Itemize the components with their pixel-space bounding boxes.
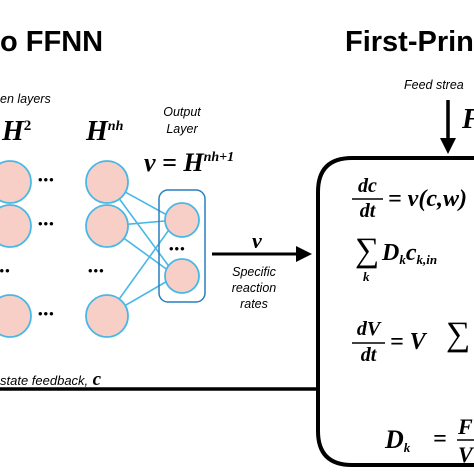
feed-symbol: F: [462, 104, 474, 136]
eq2-sum-symbol: ∑: [355, 232, 380, 269]
h2-superscript: 2: [23, 117, 32, 134]
neuron-node: [85, 204, 129, 248]
reaction-rates-caption: Specific reaction rates: [222, 264, 286, 312]
output-layer-label-line1: Output: [163, 105, 201, 119]
v-equation: v = Hnh+1: [144, 148, 234, 178]
eq4-d-sub: k: [403, 440, 411, 456]
eq3-rhs: = V: [390, 329, 426, 355]
feed-stream-arrow: [440, 100, 456, 154]
eq2-d: D: [382, 240, 400, 266]
eq2-c: c: [405, 240, 417, 266]
hidden-layer-hnh: [85, 160, 129, 338]
eq4-equals: =: [433, 426, 447, 452]
output-layer-box: [158, 189, 206, 303]
dots: •••: [38, 172, 55, 187]
eq4-numerator: F: [458, 414, 473, 439]
arrow-v-label: v: [252, 228, 262, 253]
state-feedback-text: state feedback,: [0, 373, 89, 388]
eq3-sum-symbol: ∑: [446, 316, 471, 353]
eq2-terms: Dkck,in: [382, 240, 437, 268]
eq2-c-sub: k,in: [416, 252, 438, 268]
hidden-layers-label: en layers: [0, 92, 51, 106]
hnh-symbol: H: [86, 116, 108, 147]
eq3-denominator: dt: [360, 344, 377, 366]
output-layer-nodes: [164, 202, 200, 294]
dots: •••: [88, 263, 105, 278]
output-layer-label: Output Layer: [150, 104, 214, 138]
hnh-label: Hnh: [86, 116, 123, 148]
eq2-sum-index: k: [363, 269, 370, 284]
hidden-layer-h2: [0, 160, 32, 338]
caption-line1: Specific: [232, 265, 276, 279]
v-equation-lhs: v = H: [144, 148, 204, 177]
neuron-node: [85, 160, 129, 204]
feed-stream-label: Feed strea: [404, 78, 464, 92]
eq1-numerator: dc: [358, 175, 377, 197]
eq4-denominator: V: [458, 442, 473, 467]
h2-label: H2: [2, 116, 31, 148]
eq1-denominator: dt: [359, 200, 376, 222]
nn-connections: [106, 181, 177, 317]
right-title: First-Prin: [345, 26, 474, 58]
neuron-node: [0, 294, 32, 338]
neuron-node: [0, 160, 32, 204]
v-equation-superscript: nh+1: [203, 149, 235, 165]
reaction-rate-arrow: [212, 246, 312, 262]
eq4-d: D: [385, 425, 404, 454]
output-layer-label-line2: Layer: [166, 122, 198, 136]
neuron-node: [0, 204, 32, 248]
h2-symbol: H: [2, 116, 24, 147]
eq2-d-sub: k: [399, 252, 406, 268]
neuron-node: [164, 202, 200, 238]
state-feedback-symbol: c: [92, 369, 102, 390]
hnh-superscript: nh: [107, 118, 124, 134]
neuron-node: [164, 258, 200, 294]
eq4-lhs: Dk: [385, 425, 410, 456]
dots: •••: [169, 241, 186, 256]
eq3-numerator: dV: [356, 318, 381, 340]
caption-line2: reaction: [231, 281, 277, 295]
eq1-rhs: = v(c,w): [388, 186, 467, 212]
dots: •••: [0, 263, 11, 278]
state-feedback-label: state feedback, c: [0, 369, 101, 391]
dots: •••: [38, 306, 55, 321]
dots: •••: [38, 216, 55, 231]
first-principles-box: [316, 156, 474, 467]
neuron-node: [85, 294, 129, 338]
caption-line3: rates: [240, 297, 268, 311]
left-title: o FFNN: [0, 26, 104, 58]
